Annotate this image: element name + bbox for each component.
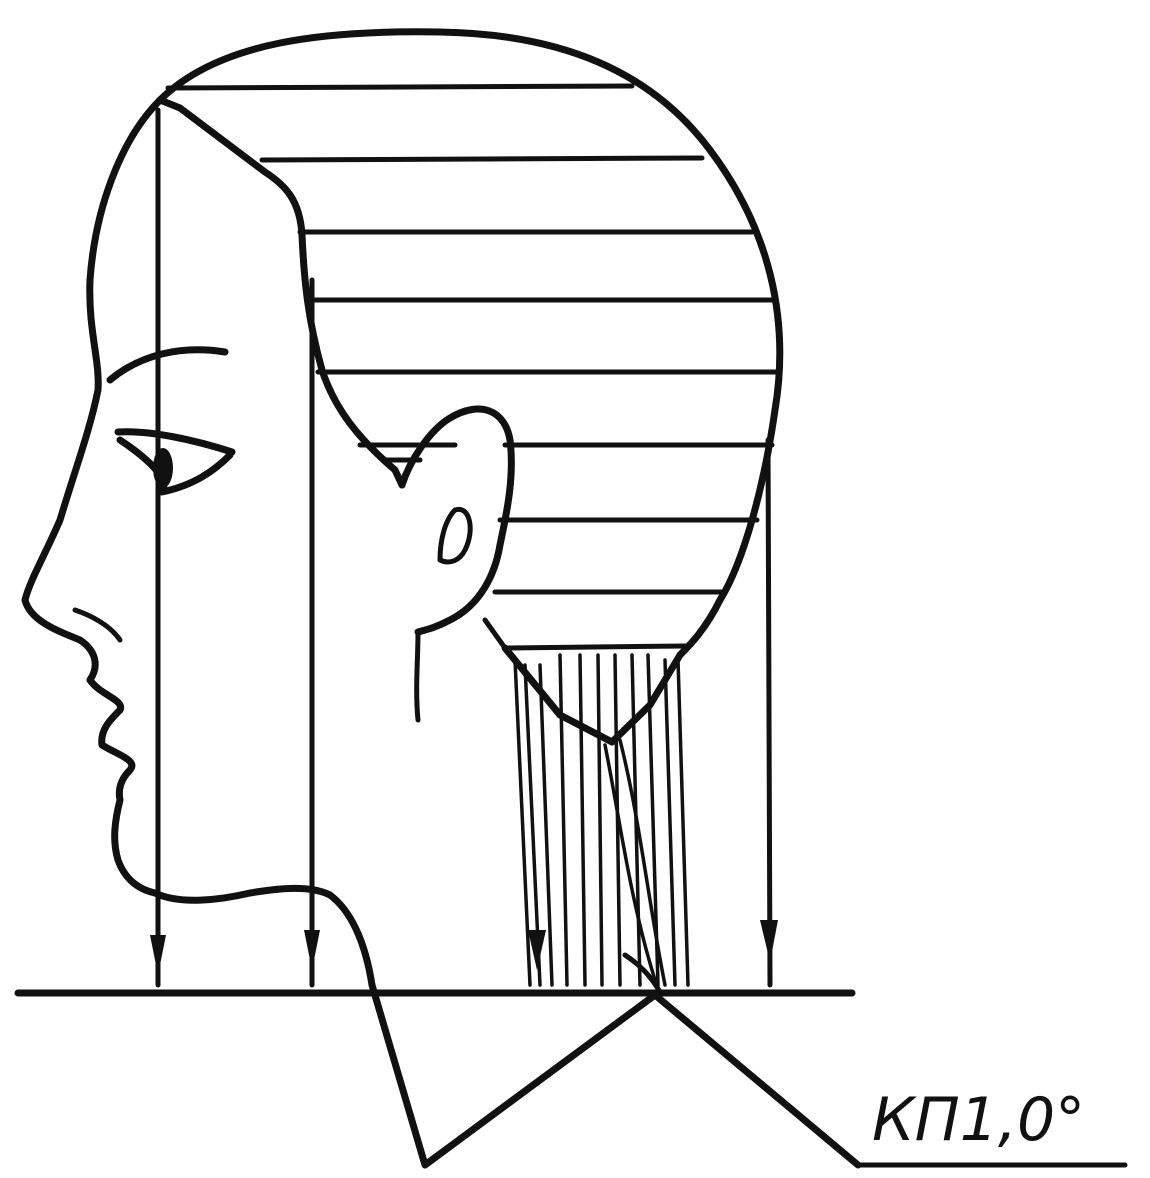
eyebrow	[110, 350, 225, 380]
head-outline	[160, 32, 780, 655]
nose-detail	[75, 610, 120, 640]
arrow-down-icon	[304, 930, 320, 970]
angle-label: КП1,0°	[872, 1085, 1085, 1155]
ear-inner	[440, 509, 470, 562]
neck-back	[330, 895, 372, 985]
arrow-down-icon	[760, 920, 778, 962]
eye	[118, 432, 232, 492]
nape-v	[505, 648, 680, 742]
angle-lines	[372, 985, 858, 1165]
neck-front	[417, 632, 418, 720]
jaw-line	[155, 888, 330, 900]
ear	[402, 409, 511, 632]
arrow-down-icon	[150, 935, 166, 975]
arrowheads	[150, 920, 778, 975]
face-profile	[25, 100, 160, 893]
